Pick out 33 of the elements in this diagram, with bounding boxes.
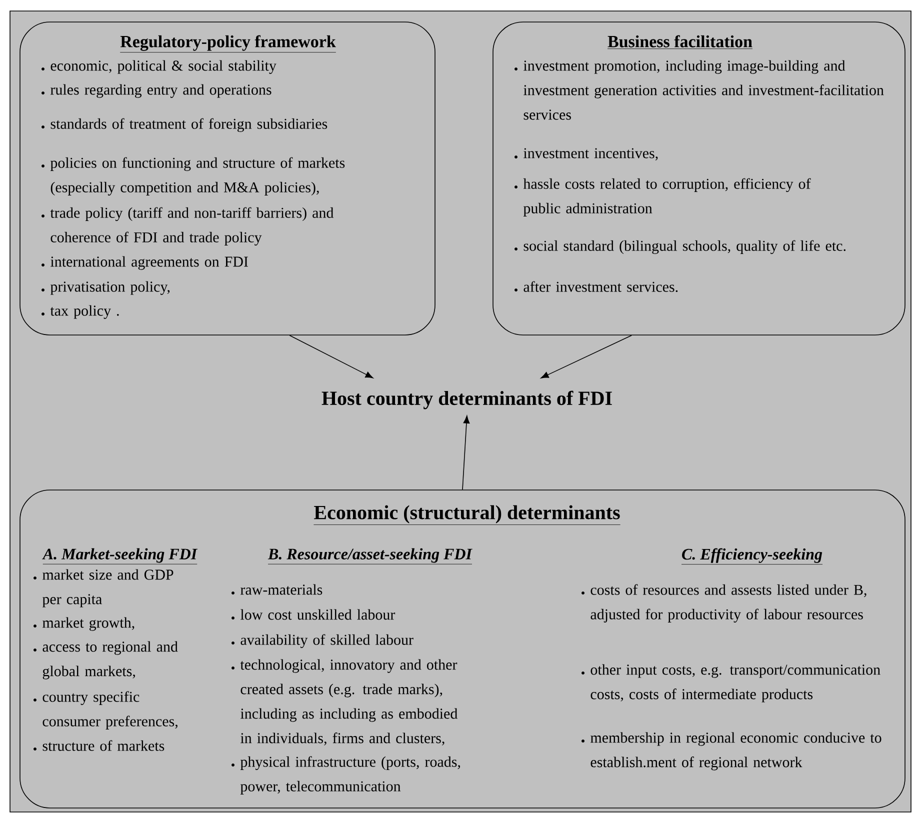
- bullet-item: availability of skilled labour: [232, 634, 414, 648]
- bullet-item: economic, political & social stability: [42, 60, 276, 74]
- bullet-item: after investment services.: [514, 281, 678, 292]
- bullet-item: tax policy .: [42, 305, 119, 319]
- rounded-panel: [492, 22, 906, 336]
- panel-heading: Regulatory-policy framework: [120, 35, 336, 53]
- bullet-item: social standard (bilingual schools, quality of life etc.: [514, 240, 846, 254]
- bullet-item: hassle costs related to corruption, efficiency of public administration: [514, 178, 811, 216]
- bullet-item: standards of treatment of foreign subsidiaries: [42, 118, 328, 132]
- rounded-panel: [20, 490, 906, 808]
- arrow: [540, 335, 632, 378]
- column-heading: B. Resource/asset-seeking FDI: [268, 548, 472, 564]
- bullet-item: membership in regional economic conducive to establish.ment of regional network: [582, 732, 882, 770]
- column-heading: C. Efficiency-seeking: [681, 548, 823, 565]
- arrow: [289, 335, 374, 378]
- bullet-item: privatisation policy,: [42, 281, 170, 295]
- central-title: Host country determinants of FDI: [322, 390, 612, 410]
- bullet-item: physical infrastructure (ports, roads, power, telecommunication: [232, 756, 460, 794]
- bullet-item: costs of resources and assests listed under B, adjusted for productivity of labour resources: [582, 584, 866, 622]
- panel-heading: Business facilitation: [607, 35, 753, 49]
- arrow: [462, 416, 470, 490]
- bullet-item: investment incentives,: [514, 148, 658, 160]
- panel-heading: Economic (structural) determinants: [314, 505, 620, 525]
- bullet-item: low cost unskilled labour: [232, 609, 396, 620]
- bullet-item: raw-materials: [232, 584, 322, 595]
- bullet-item: rules regarding entry and operations: [42, 84, 272, 98]
- bullet-item: structure of markets: [34, 740, 164, 751]
- bullet-item: investment promotion, including image-building and investment generation activities and investment-facilitation services: [514, 60, 884, 120]
- column-heading: A. Market-seeking FDI: [42, 548, 198, 564]
- rounded-panel: [20, 22, 436, 336]
- bullet-item: international agreements on FDI: [42, 256, 248, 270]
- bullet-item: other input costs, e.g. transport/communication costs, costs of intermediate products: [582, 664, 880, 702]
- bullet-item: market growth,: [34, 617, 134, 631]
